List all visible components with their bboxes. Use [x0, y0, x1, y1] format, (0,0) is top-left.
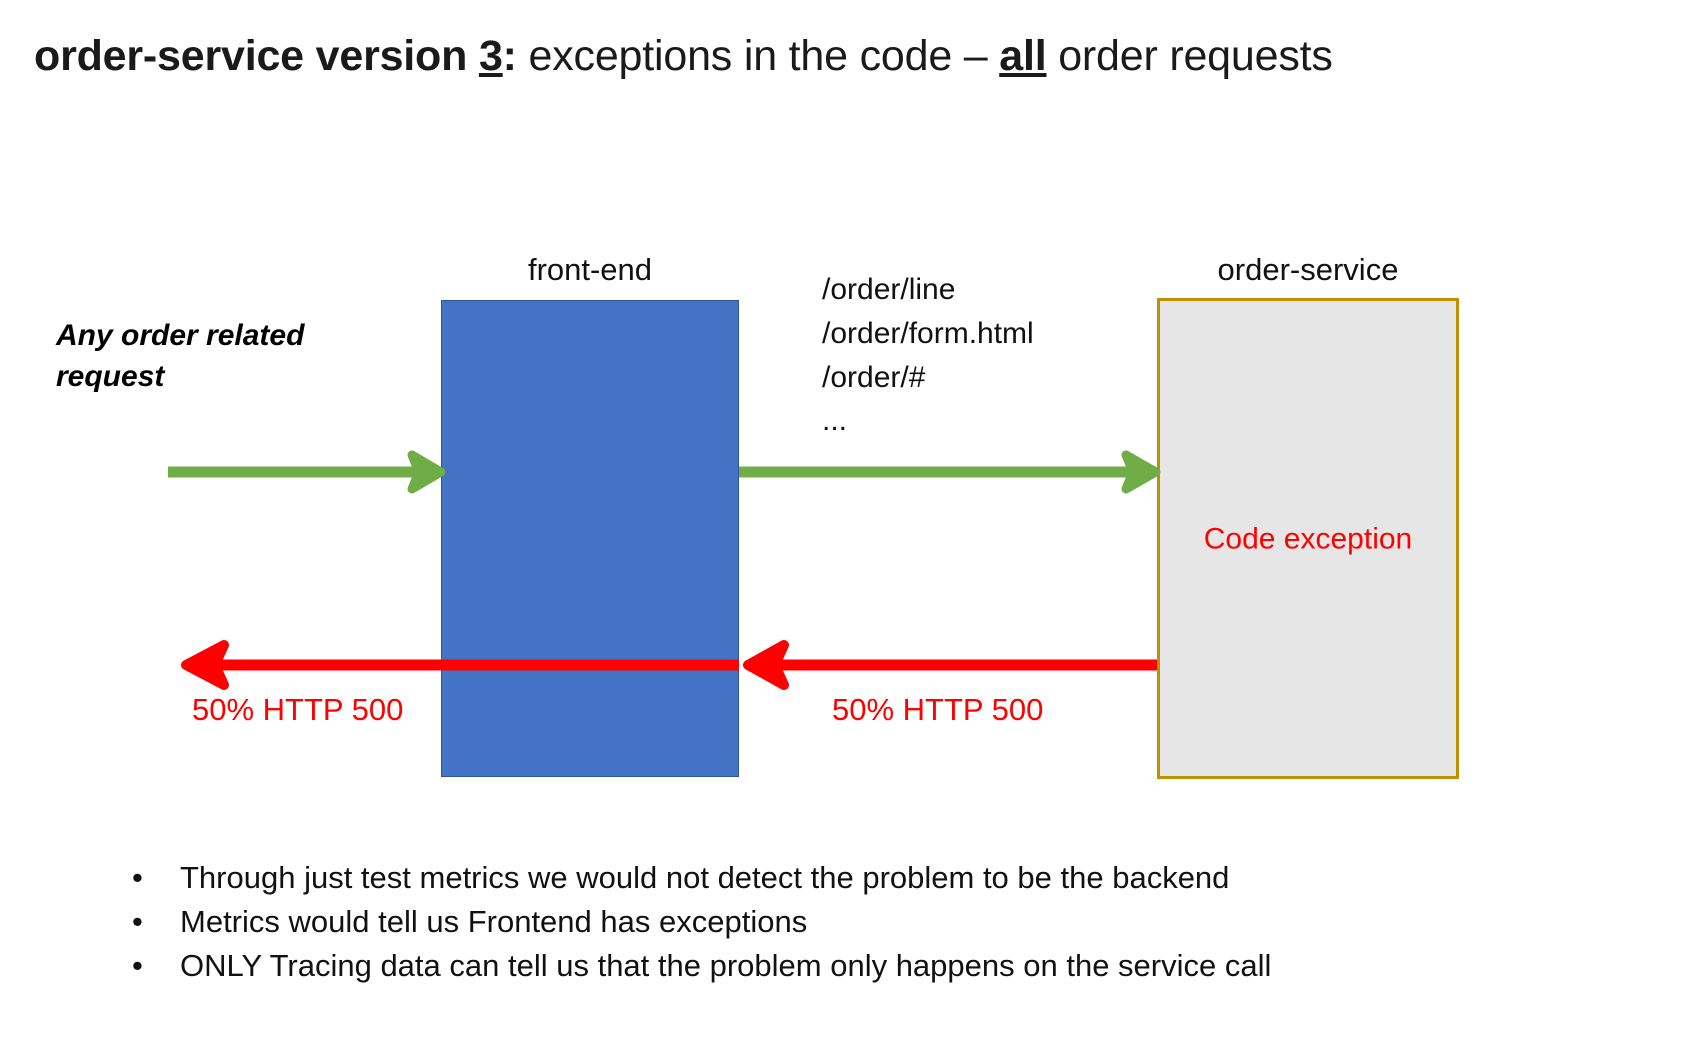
title-segment-tail: order requests — [1046, 32, 1333, 80]
frontend-box — [441, 300, 739, 777]
title-segment-all: all — [999, 32, 1047, 80]
title-segment-regular: exceptions in the code – — [516, 32, 1000, 80]
url-list: /order/line /order/form.html /order/# ..… — [822, 268, 1122, 443]
title-segment-bold: order-service version — [34, 32, 479, 80]
page-title: order-service version 3: exceptions in t… — [34, 32, 1654, 81]
url-list-item: ... — [822, 404, 848, 438]
order-service-box-label: order-service — [1217, 252, 1399, 287]
http500-label-left: 50% HTTP 500 — [192, 692, 404, 727]
code-exception-text: Code exception — [1203, 521, 1413, 555]
url-list-item: /order/form.html — [822, 316, 1034, 350]
bullet-text: Metrics would tell us Frontend has excep… — [180, 904, 808, 939]
bullet-item: • Metrics would tell us Frontend has exc… — [132, 906, 1582, 937]
bullet-marker-icon: • — [132, 948, 143, 983]
any-order-related-request-caption: Any order related request — [56, 319, 305, 394]
order-service-box: Code exception — [1157, 298, 1459, 779]
green-arrow-request-to-service — [739, 450, 1161, 494]
green-arrow-request-in — [168, 450, 446, 494]
bullet-text: ONLY Tracing data can tell us that the p… — [180, 948, 1272, 983]
bullet-marker-icon: • — [132, 904, 143, 939]
bullet-item: • ONLY Tracing data can tell us that the… — [132, 950, 1582, 981]
red-arrow-error-from-service — [743, 640, 1157, 690]
frontend-box-label: front-end — [527, 252, 653, 287]
title-segment-colon: : — [502, 32, 517, 80]
bullet-list: • Through just test metrics we would not… — [132, 862, 1582, 994]
bullet-item: • Through just test metrics we would not… — [132, 862, 1582, 893]
title-segment-version-number: 3 — [478, 32, 503, 80]
url-list-item: /order/# — [822, 360, 926, 394]
http500-label-right: 50% HTTP 500 — [832, 692, 1044, 727]
bullet-text: Through just test metrics we would not d… — [180, 860, 1230, 895]
bullet-marker-icon: • — [132, 860, 143, 895]
url-list-item: /order/line — [822, 273, 956, 306]
